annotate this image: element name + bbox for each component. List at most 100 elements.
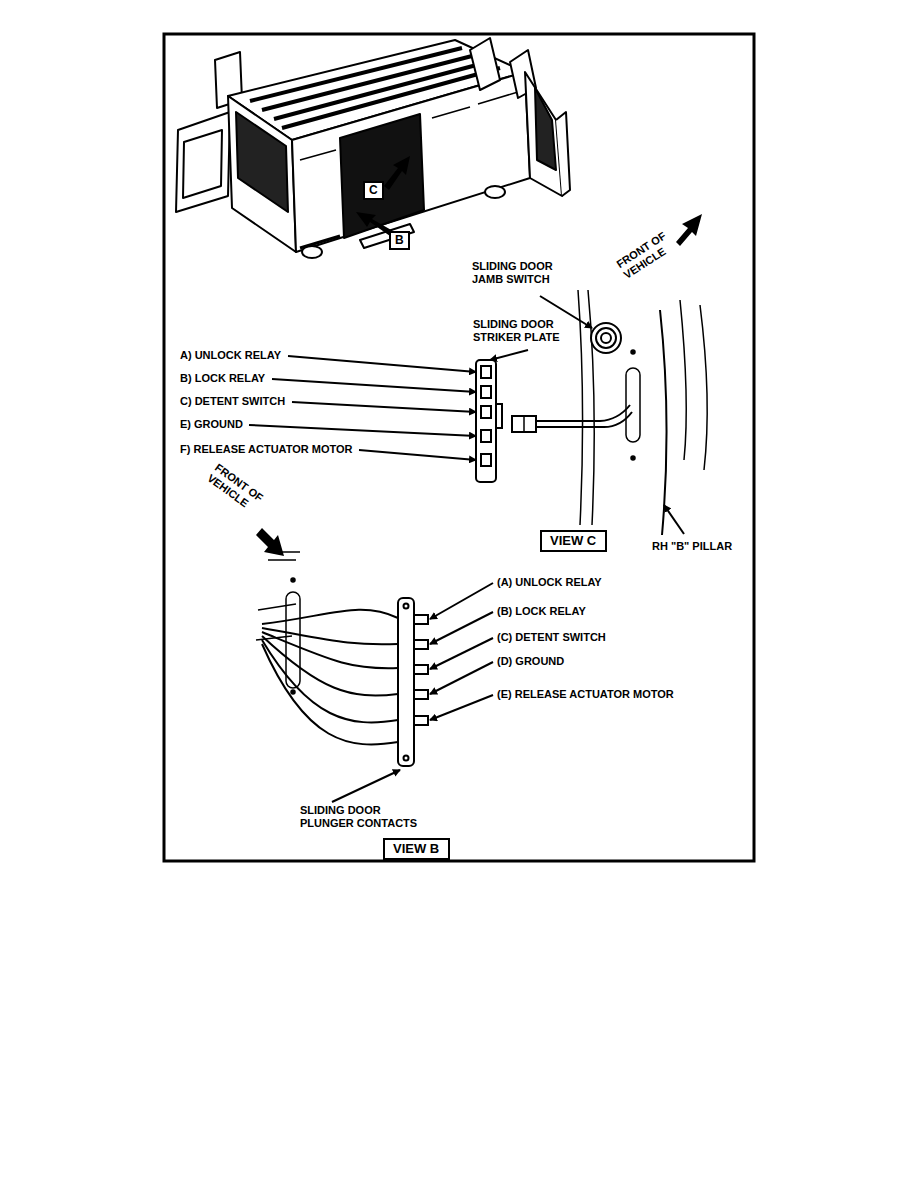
- striker-plate: [476, 360, 496, 482]
- leader-lines: [430, 583, 493, 619]
- leader-lines: [430, 695, 493, 720]
- part-label: RH "B" PILLAR: [652, 540, 732, 553]
- plunger-plate: [398, 598, 414, 766]
- plunger-wires: [262, 628, 398, 644]
- leader-lines: [288, 356, 476, 372]
- striker-plate: [496, 404, 502, 428]
- leader-lines: [292, 402, 476, 412]
- pin-label: (E) RELEASE ACTUATOR MOTOR: [497, 688, 674, 701]
- striker-plate: [481, 454, 491, 466]
- wheel: [485, 186, 505, 198]
- plunger-wires: [262, 636, 398, 696]
- b-pillar: [631, 456, 635, 460]
- striker-plate: [481, 430, 491, 442]
- front: [525, 72, 562, 196]
- pin-label: (D) GROUND: [497, 655, 564, 668]
- jamb-switch: [591, 323, 621, 353]
- front-arrow: [256, 528, 284, 556]
- pin-label: B) LOCK RELAY: [180, 372, 265, 385]
- part-label: SLIDING DOOR STRIKER PLATE: [473, 318, 573, 344]
- front-door-opening: [535, 88, 556, 170]
- plunger-plate: [414, 640, 428, 649]
- door-edge: [291, 690, 295, 694]
- leader-lines: [490, 350, 528, 360]
- b-pillar: [700, 305, 707, 470]
- plunger-plate: [404, 756, 409, 761]
- leader-lines: [430, 612, 493, 644]
- leader-lines: [430, 638, 493, 669]
- part-label: SLIDING DOOR PLUNGER CONTACTS: [300, 804, 418, 830]
- view-letter: B: [395, 233, 404, 248]
- pin-label: (C) DETENT SWITCH: [497, 631, 606, 644]
- leader-lines: [249, 296, 684, 802]
- plunger-wires: [262, 610, 398, 624]
- door-edge: [286, 592, 300, 688]
- part-label: SLIDING DOOR JAMB SWITCH: [472, 260, 572, 286]
- plunger-plate: [414, 690, 428, 699]
- plunger-plate: [414, 665, 428, 674]
- view-callout: B: [389, 231, 410, 250]
- view-title-box: VIEW B: [383, 838, 450, 860]
- plunger-plate: [414, 615, 428, 624]
- leader-lines: [664, 505, 684, 534]
- plunger-wires: [262, 610, 398, 745]
- plunger-plate: [414, 716, 428, 725]
- leader-lines: [332, 770, 400, 802]
- leader-lines: [272, 379, 476, 392]
- front-door: [556, 112, 570, 196]
- seat: [470, 38, 500, 90]
- pin-label: A) UNLOCK RELAY: [180, 349, 281, 362]
- striker-plate: [476, 360, 502, 482]
- pin-label: F) RELEASE ACTUATOR MOTOR: [180, 443, 353, 456]
- view-letter: VIEW C: [550, 533, 597, 549]
- pin-label: (B) LOCK RELAY: [497, 605, 586, 618]
- leader-lines: [249, 425, 476, 436]
- plunger-wires: [262, 632, 398, 668]
- plunger-plate: [398, 598, 428, 766]
- striker-plate: [481, 406, 491, 418]
- striker-plate: [481, 386, 491, 398]
- jamb-switch: [601, 333, 611, 343]
- leader-lines: [430, 662, 493, 694]
- rear-opening: [236, 112, 288, 212]
- door-edge: [291, 578, 295, 582]
- plunger-wires: [262, 640, 398, 722]
- view-arrow: [356, 212, 393, 236]
- view-letter: VIEW B: [393, 841, 440, 857]
- van-illustration: [176, 38, 570, 258]
- pin-label: C) DETENT SWITCH: [180, 395, 285, 408]
- b-pillar: [631, 350, 635, 354]
- b-pillar: [578, 290, 707, 535]
- striker-plate: [481, 366, 491, 378]
- view-title-box: VIEW C: [540, 530, 607, 552]
- view-arrow: [384, 156, 410, 190]
- rear-door-window: [183, 130, 222, 198]
- jamb-switch: [591, 323, 621, 353]
- view-letter: C: [369, 183, 378, 198]
- sliding-door-opening: [340, 114, 424, 238]
- b-pillar: [578, 290, 583, 525]
- b-pillar: [680, 300, 686, 460]
- rear-door: [176, 112, 230, 212]
- rear-face: [228, 96, 296, 252]
- leader-lines: [359, 450, 476, 460]
- view-callout: C: [363, 181, 384, 200]
- pin-label: E) GROUND: [180, 418, 243, 431]
- plunger-plate: [404, 604, 409, 609]
- pin-label: (A) UNLOCK RELAY: [497, 576, 602, 589]
- wheel: [302, 246, 322, 258]
- b-pillar: [626, 368, 640, 442]
- side: [292, 72, 530, 252]
- window-line: [300, 92, 518, 160]
- b-pillar: [660, 310, 667, 535]
- front-arrow: [676, 214, 702, 246]
- frame: [164, 34, 754, 861]
- jamb-switch: [596, 328, 616, 348]
- harness: [512, 416, 536, 432]
- plunger-wires: [262, 644, 398, 744]
- harness: [512, 405, 632, 432]
- harness: [523, 416, 525, 432]
- harness: [536, 405, 632, 427]
